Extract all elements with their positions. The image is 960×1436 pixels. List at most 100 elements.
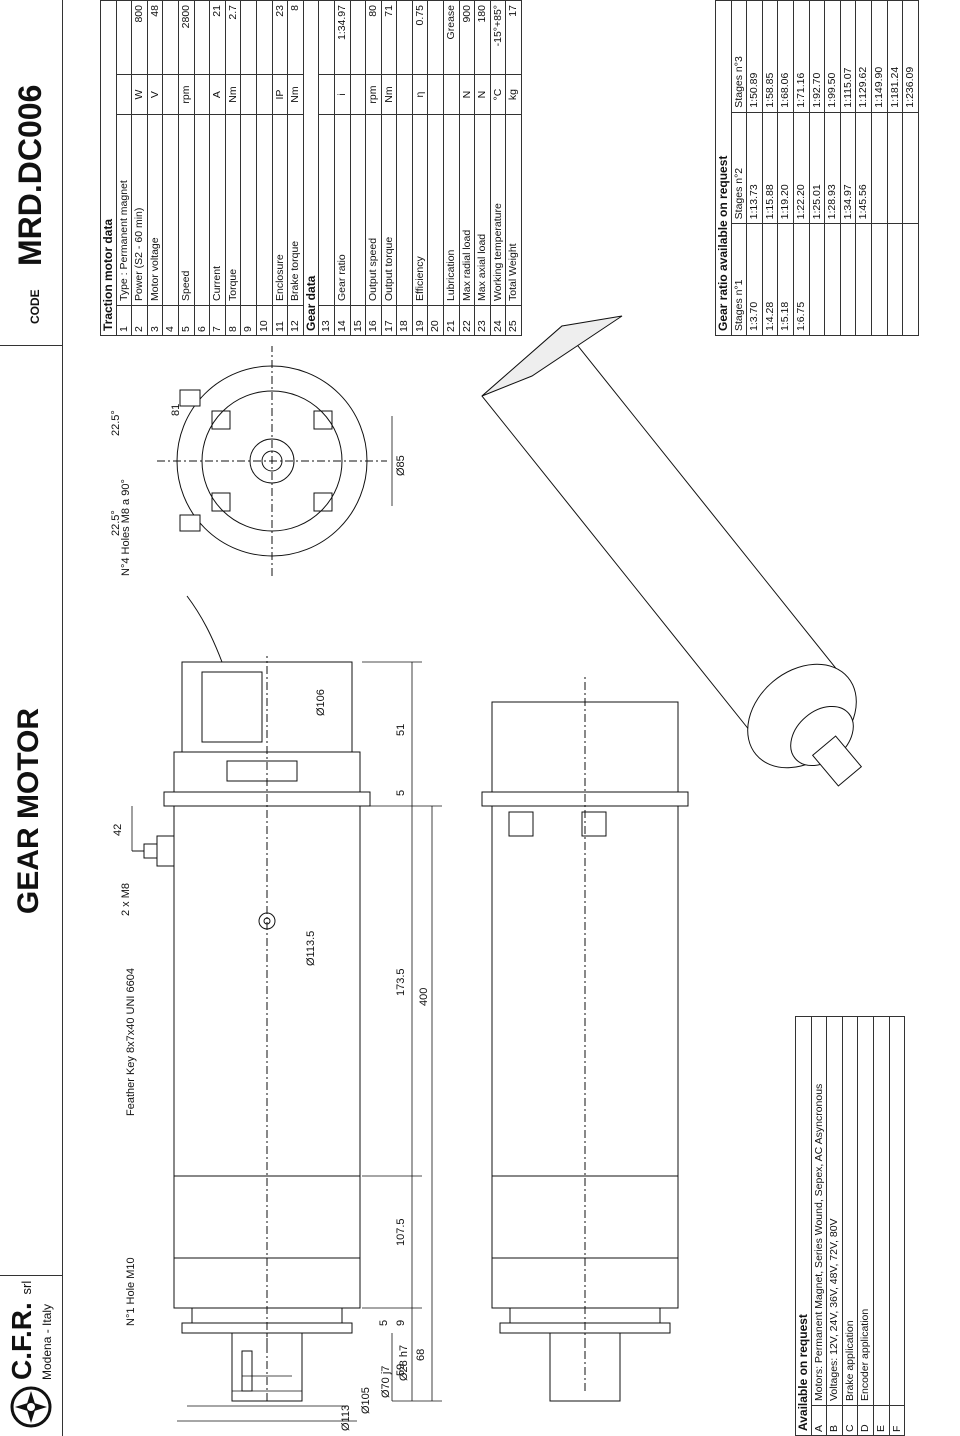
row-label: Current [209,114,226,306]
row-number: 16 [365,305,382,336]
request-text: Encoder application [857,1016,874,1406]
request-text: Motors: Permanent Magnet, Series Wound, … [811,1016,827,1406]
row-number: 22 [459,305,475,336]
company-logo-icon [10,1386,52,1428]
row-unit: kg [505,74,522,115]
row-number: 19 [412,305,428,336]
logo-cell: C.F.R. srl Modena - Italy [0,1275,62,1436]
ratio-cell: 1:4.28 [762,223,778,336]
end-view [157,346,387,576]
row-label: Max radial load [459,114,475,306]
row-label [427,114,444,306]
row-label: Max axial load [474,114,491,306]
row-unit: Nm [287,74,304,115]
ratio-cell [902,223,919,336]
row-unit [318,74,335,115]
ratio-header: Stages n°2 [731,112,747,224]
row-number: 6 [194,305,210,336]
ratio-cell [887,112,903,224]
ratio-cell: 1:71.16 [793,0,810,113]
row-unit: rpm [178,74,195,115]
row-value [427,0,444,75]
request-key: D [857,1405,874,1436]
row-unit: A [209,74,226,115]
dim-d113-5: Ø113.5 [305,930,317,966]
dim-d106: Ø106 [315,689,327,716]
ratio-cell [871,112,888,224]
row-unit [240,74,257,115]
row-unit: η [412,74,428,115]
ratio-cell: 1:236.09 [902,0,919,113]
dim-173-5: 173.5 [395,968,407,996]
request-text [889,1016,905,1406]
gear-table-title: Gear data [303,0,319,336]
row-value: 900 [459,0,475,75]
row-number: 21 [443,305,460,336]
dim-d113: Ø113 [340,1404,352,1431]
row-label: Torque [225,114,241,306]
row-number: 5 [178,305,195,336]
row-label [318,114,335,306]
dim-9: 9 [395,1319,407,1326]
row-label: Efficiency [412,114,428,306]
ratio-cell: 1:99.50 [824,0,841,113]
ratio-cell [809,223,825,336]
row-number: 12 [287,305,304,336]
row-value: 2800 [178,0,195,75]
row-value: 80 [365,0,382,75]
row-value [194,0,210,75]
row-label: Type : Permanent magnet [116,114,132,306]
code-cell: CODE MRD.DC006 [0,0,62,346]
code-value: MRD.DC006 [12,84,48,266]
dim-51: 51 [395,723,407,736]
row-value [350,0,366,75]
row-number: 20 [427,305,444,336]
row-label: Output speed [365,114,382,306]
row-number: 9 [240,305,257,336]
row-value: 23 [272,0,288,75]
row-label [396,114,413,306]
row-value: -15°+85° [490,0,506,75]
ratio-table: Gear ratio available on request Stages n… [715,0,919,336]
ratio-cell [887,223,903,336]
dim-5b: 5 [395,789,407,796]
row-value [256,0,273,75]
row-label [256,114,273,306]
row-unit: V [147,74,163,115]
ratio-cell [824,223,841,336]
row-value: 0.75 [412,0,428,75]
ratio-cell: 1:5.18 [777,223,794,336]
row-unit [256,74,273,115]
row-value: 2.7 [225,0,241,75]
ratio-cell: 1:181.24 [887,0,903,113]
row-unit [427,74,444,115]
ratio-cell: 1:13.73 [746,112,763,224]
row-unit [162,74,179,115]
row-unit: Nm [381,74,397,115]
row-label [350,114,366,306]
ratio-header: Stages n°3 [731,0,747,113]
brand-name: C.F.R. srl [6,1281,38,1380]
ratio-cell: 1:22.20 [793,112,810,224]
dim-400: 400 [418,987,430,1006]
ratio-cell: 1:68.06 [777,0,794,113]
row-value [116,0,132,75]
row-value [240,0,257,75]
row-unit: W [131,74,148,115]
row-value: 180 [474,0,491,75]
hole-m10-callout: N°1 Hole M10 [125,1257,137,1326]
row-unit [350,74,366,115]
row-value [162,0,179,75]
side-view [132,595,371,1402]
dim-107-5: 107.5 [395,1218,407,1246]
row-label: Lubrication [443,114,460,306]
ratio-cell: 1:34.97 [840,112,856,224]
dim-59: 59 [395,1363,407,1376]
row-label: Speed [178,114,195,306]
row-number: 15 [350,305,366,336]
row-number: 18 [396,305,413,336]
request-key: C [842,1405,858,1436]
